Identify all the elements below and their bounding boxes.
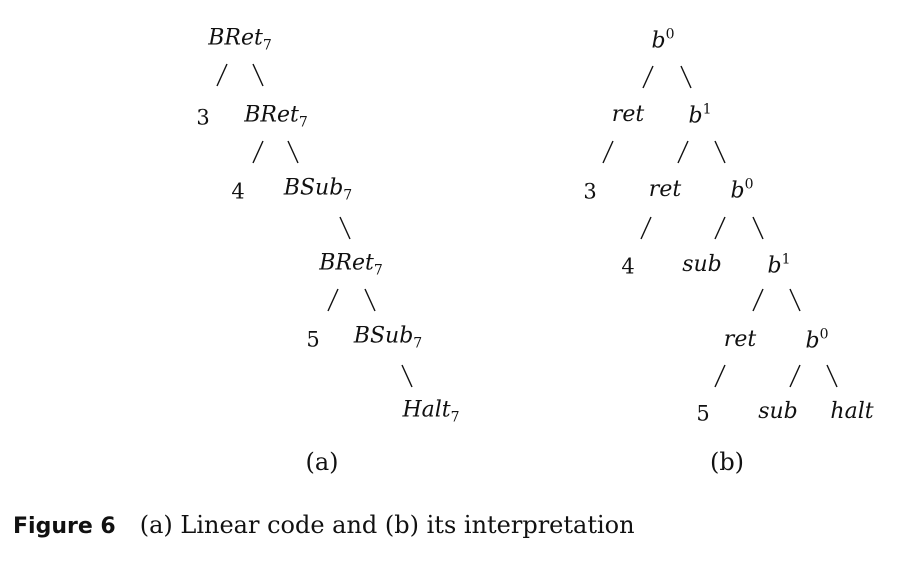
- subfigure-label-b: (b): [709, 448, 745, 476]
- tree-b-node: b0: [805, 326, 829, 354]
- caption-text: (a) Linear code and (b) its interpretati…: [139, 511, 635, 539]
- tree-b-node: ret: [723, 327, 757, 352]
- left-edge: [640, 216, 652, 240]
- subfigure-label-a: (a): [305, 448, 339, 476]
- right-edge: [287, 140, 299, 164]
- tree-b-node: ret: [611, 102, 645, 127]
- left-edge: [677, 140, 689, 164]
- tree-a-node: BRet7: [244, 102, 308, 131]
- right-edge: [339, 216, 351, 240]
- tree-a-node: BRet7: [319, 250, 383, 279]
- figure-caption: Figure 6 (a) Linear code and (b) its inte…: [13, 511, 635, 539]
- tree-b-leaf-3: 3: [583, 179, 597, 204]
- left-edge: [789, 364, 801, 388]
- right-edge: [364, 288, 376, 312]
- left-edge: [752, 288, 764, 312]
- right-edge: [752, 216, 764, 240]
- right-edge: [789, 288, 801, 312]
- tree-b-root-node: b0: [651, 26, 675, 54]
- left-edge: [602, 140, 614, 164]
- tree-a-leaf-5: 5: [306, 327, 320, 352]
- tree-a-root-node: BRet7: [208, 25, 272, 54]
- tree-a-halt-node: Halt7: [402, 397, 460, 426]
- left-edge: [327, 288, 339, 312]
- tree-b-node: b1: [767, 251, 791, 279]
- right-edge: [826, 364, 838, 388]
- tree-a-leaf-3: 3: [196, 105, 210, 130]
- right-edge: [252, 63, 264, 87]
- tree-b-node: sub: [682, 252, 722, 277]
- tree-b-leaf-4: 4: [621, 254, 635, 279]
- right-edge: [714, 140, 726, 164]
- tree-a-leaf-4: 4: [231, 179, 245, 204]
- tree-a-node: BSub7: [353, 323, 423, 352]
- tree-b-node: sub: [758, 399, 798, 424]
- left-edge: [714, 364, 726, 388]
- left-edge: [252, 140, 264, 164]
- left-edge: [642, 65, 654, 89]
- left-edge: [216, 63, 228, 87]
- figure-number: Figure 6: [13, 514, 116, 539]
- right-edge: [401, 364, 413, 388]
- tree-a-node: BSub7: [283, 175, 353, 204]
- tree-b-node: ret: [648, 177, 682, 202]
- left-edge: [714, 216, 726, 240]
- tree-b-node: b1: [688, 101, 712, 129]
- tree-b-leaf-5: 5: [696, 401, 710, 426]
- right-edge: [680, 65, 692, 89]
- tree-b-node: b0: [730, 176, 754, 204]
- tree-b-node: halt: [830, 399, 874, 424]
